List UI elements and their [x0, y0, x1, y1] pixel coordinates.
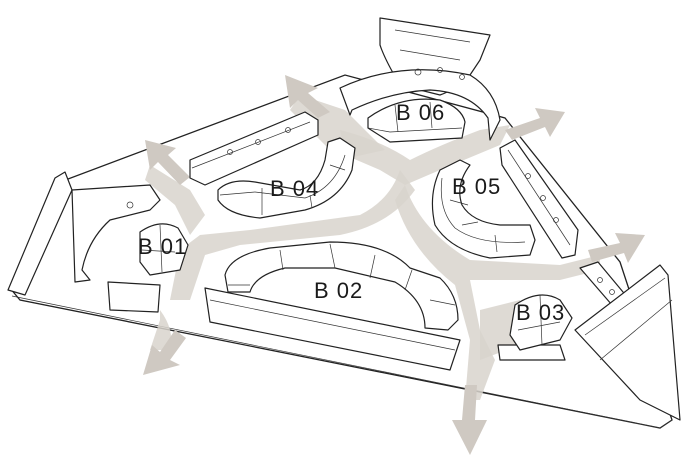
arrow-left [145, 140, 190, 185]
arrow-up-left [285, 75, 330, 118]
zone-b03-fixtures [497, 261, 681, 421]
exit-arrows [143, 75, 645, 455]
arrow-down [452, 385, 487, 455]
arrow-down-left [143, 330, 186, 375]
zone-label-b01: B 01 [138, 234, 187, 259]
zone-label-b04: B 04 [270, 176, 319, 201]
arrow-right [588, 233, 645, 263]
zone-b02-fixtures [204, 241, 461, 371]
zone-b06-fixtures [339, 17, 501, 143]
zone-label-b05: B 05 [452, 174, 501, 199]
zone-label-b03: B 03 [516, 300, 565, 325]
floor-edge [11, 295, 673, 429]
zone-label-b06: B 06 [396, 100, 445, 125]
arrow-up-right [505, 108, 565, 140]
zone-b05-fixtures [431, 139, 579, 259]
zone-label-b02: B 02 [314, 278, 363, 303]
zone-b01-fixtures [7, 171, 189, 313]
zone-b04-fixtures [189, 111, 356, 219]
